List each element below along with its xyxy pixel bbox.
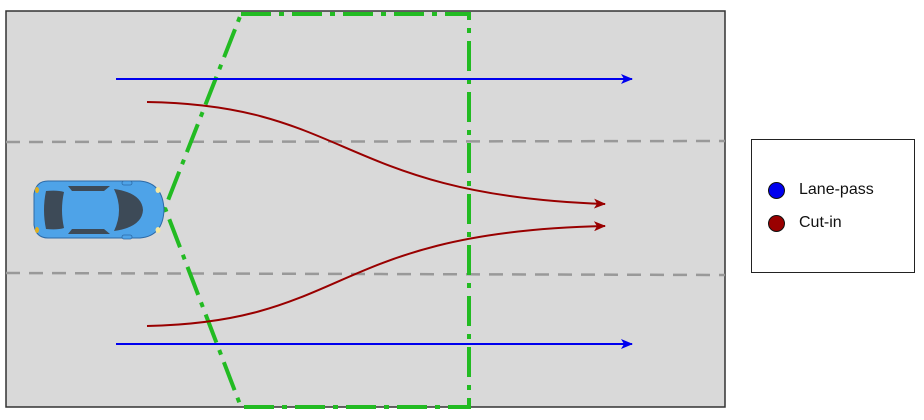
legend-label-cut-in: Cut-in [799,214,842,231]
car-top-view-icon [33,180,165,240]
legend: Lane-pass Cut-in [751,139,915,273]
cut-in-trajectory-bottom [146,221,606,327]
legend-item-cut-in: Cut-in [768,214,842,232]
sensor-zone-boundary [162,12,471,409]
legend-swatch-lane-pass [768,181,785,199]
lane-marking-lower [5,271,726,277]
legend-label-lane-pass: Lane-pass [799,181,874,198]
cut-in-trajectory-top [146,101,606,209]
lane-marking-upper [5,139,726,144]
legend-swatch-cut-in [768,214,785,232]
legend-item-lane-pass: Lane-pass [768,181,874,199]
